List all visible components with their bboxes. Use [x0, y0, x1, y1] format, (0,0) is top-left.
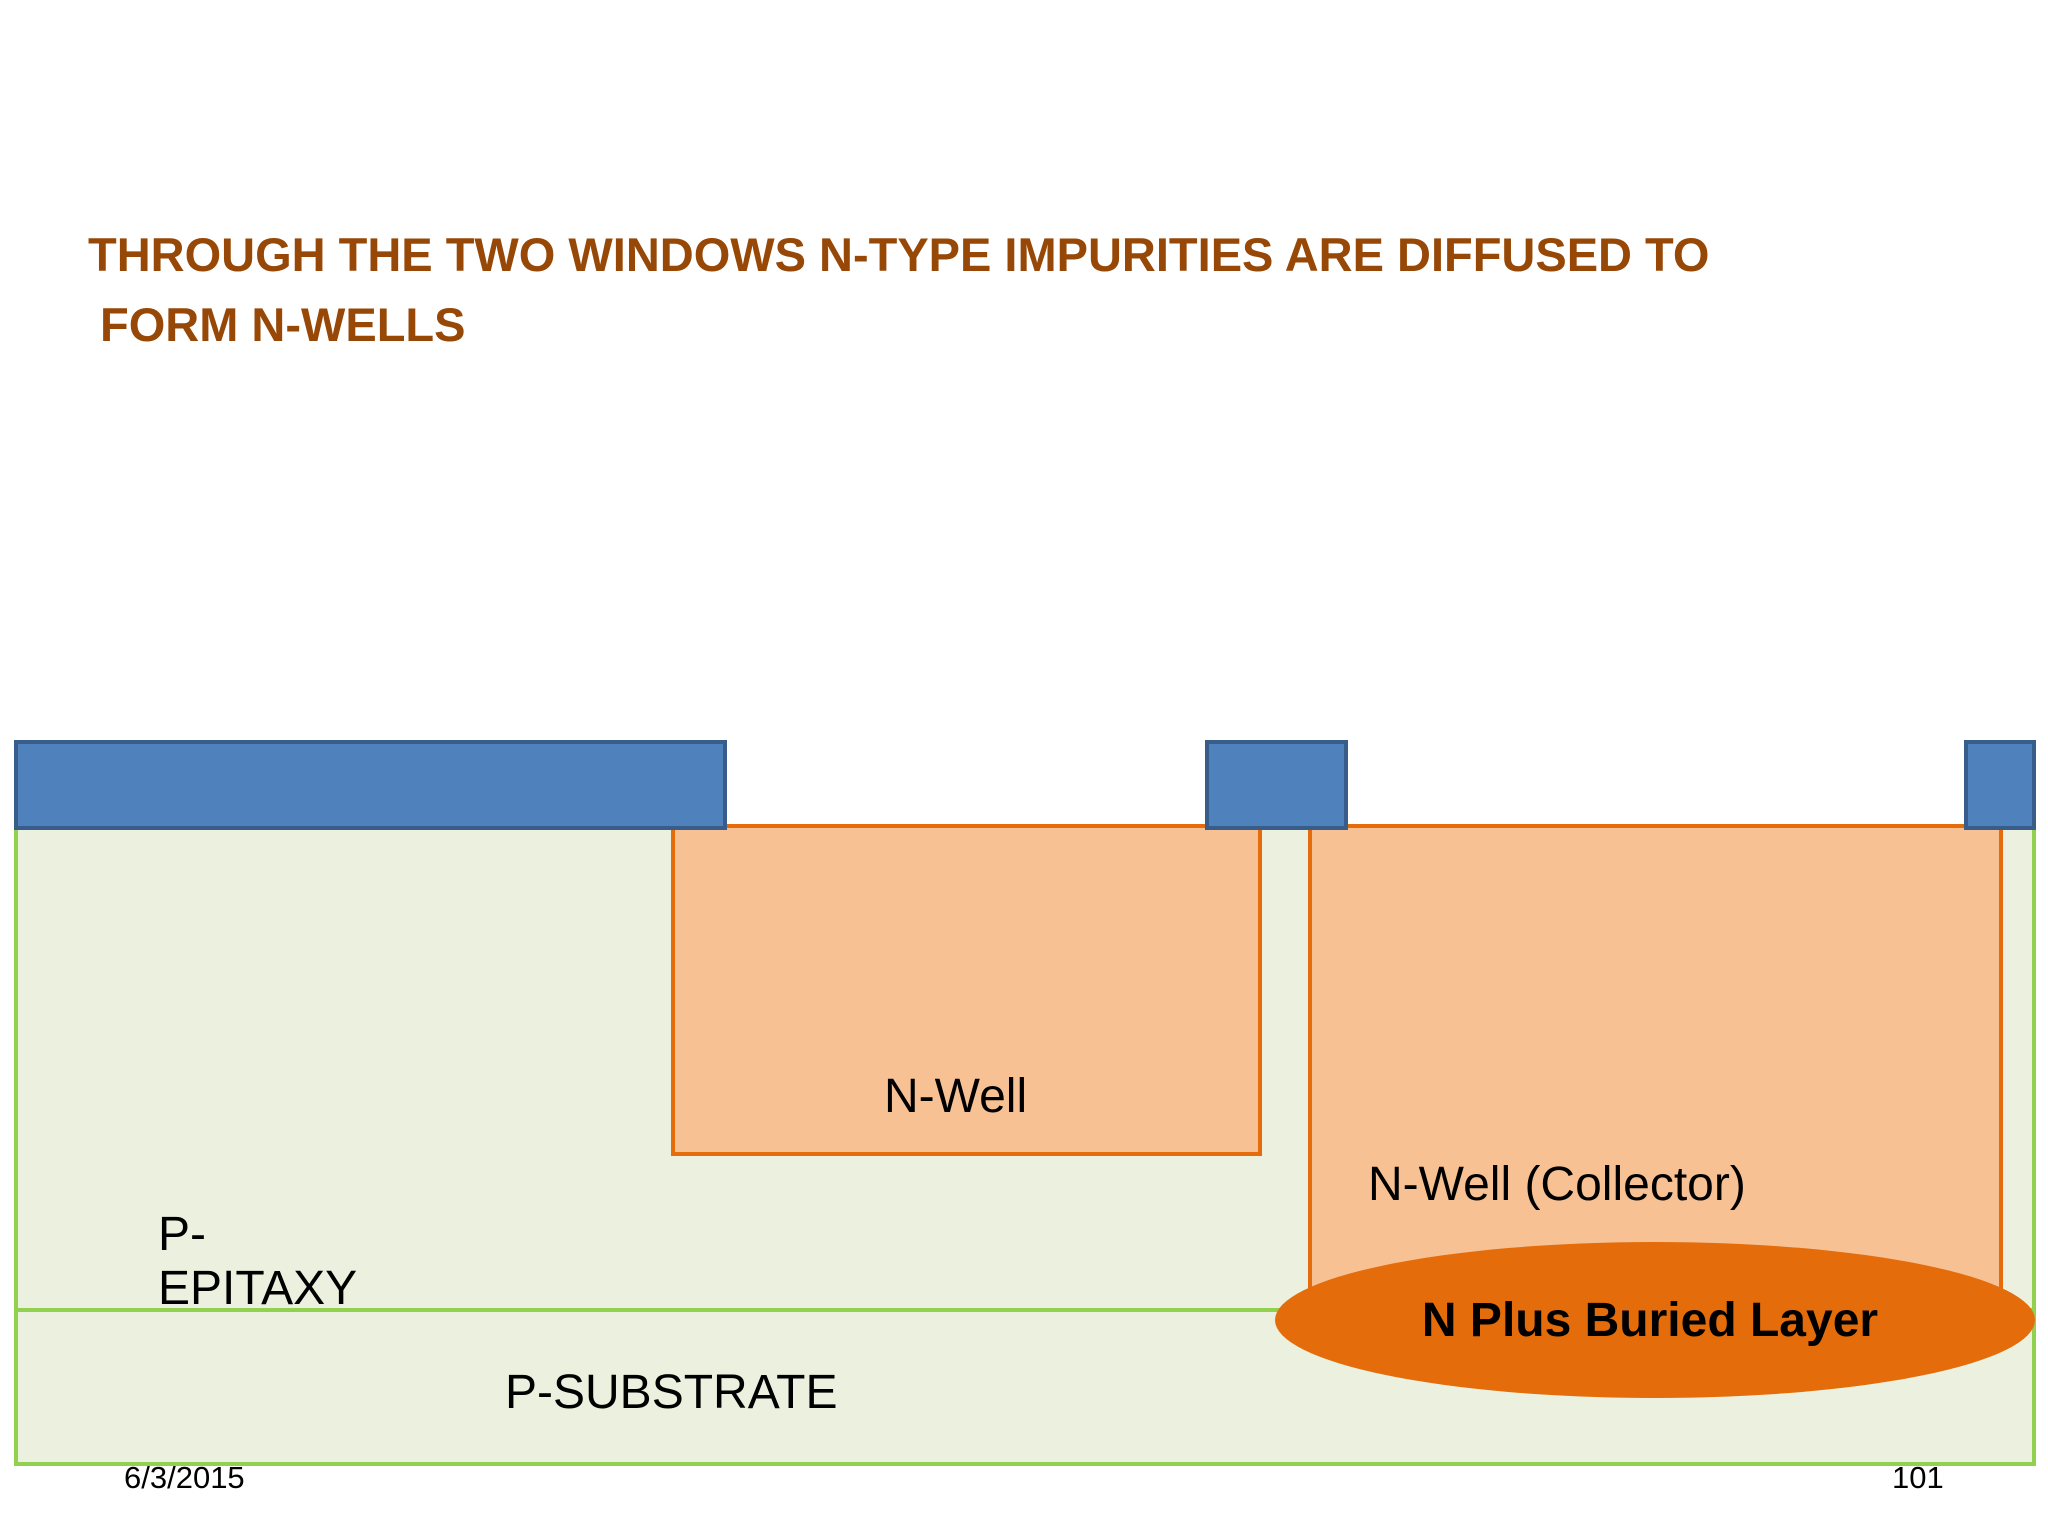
n-plus-buried-layer	[1275, 1242, 2035, 1398]
buried-layer-label: N Plus Buried Layer	[1422, 1294, 1878, 1347]
slide-title-line-1: THROUGH THE TWO WINDOWS N-TYPE IMPURITIE…	[88, 228, 1710, 281]
slide-date: 6/3/2015	[124, 1460, 245, 1495]
oxide-mask-right	[1964, 740, 2036, 830]
slide-title: THROUGH THE TWO WINDOWS N-TYPE IMPURITIE…	[88, 220, 1888, 360]
slide-title-line-2: FORM N-WELLS	[100, 298, 466, 351]
n-well-region	[671, 824, 1262, 1156]
n-well-label: N-Well	[884, 1070, 1027, 1123]
oxide-mask-left	[14, 740, 727, 830]
n-well-collector-label: N-Well (Collector)	[1368, 1158, 1746, 1211]
slide-page-number: 101	[1892, 1460, 1944, 1495]
p-substrate-label: P-SUBSTRATE	[505, 1366, 837, 1419]
n-well-collector-region	[1308, 824, 2003, 1318]
oxide-mask-middle	[1205, 740, 1348, 830]
p-epitaxy-label-line-2: EPITAXY	[158, 1262, 357, 1315]
p-epitaxy-label-line-1: P-	[158, 1208, 206, 1261]
